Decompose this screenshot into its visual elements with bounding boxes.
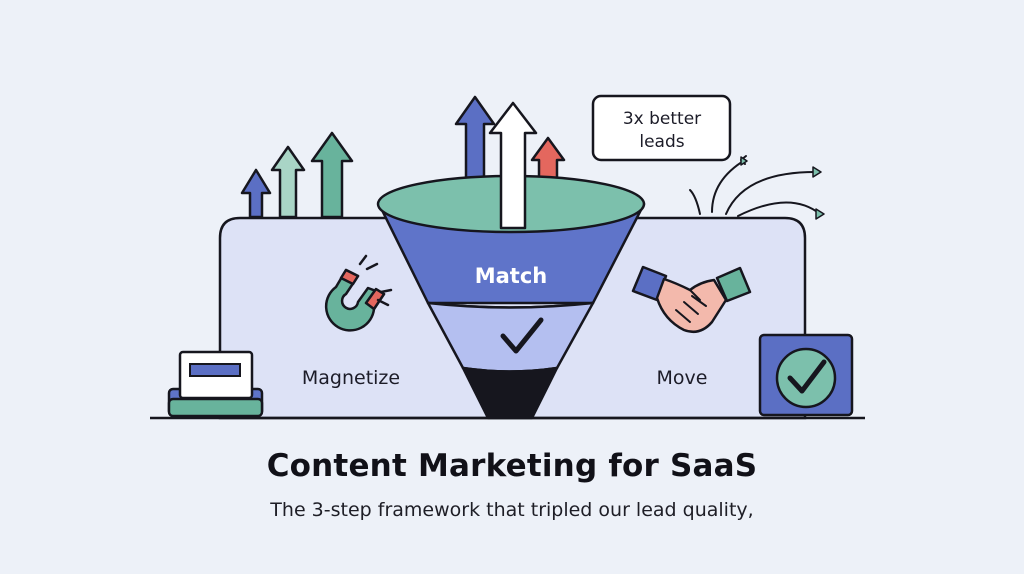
funnel — [376, 101, 646, 420]
sparkle-icon — [740, 156, 825, 220]
burst-lines-icon — [689, 155, 821, 217]
callout-line-2: leads — [639, 132, 684, 152]
magnet-icon — [324, 254, 393, 332]
funnel-arrows-icon — [454, 95, 566, 180]
funnel-tip — [461, 366, 559, 420]
handshake-icon — [631, 265, 752, 333]
document-stack-icon — [167, 350, 264, 418]
callout-bubble — [591, 94, 732, 162]
page-title: Content Marketing for SaaS — [266, 448, 758, 484]
checkbox-badge-icon — [758, 333, 854, 417]
callout-line-1: 3x better — [623, 109, 701, 129]
page-subtitle: The 3-step framework that tripled our le… — [270, 499, 754, 521]
step-match-label: Match — [475, 264, 548, 288]
step-magnetize-label: Magnetize — [302, 367, 400, 389]
white-up-arrow-icon — [488, 101, 538, 230]
growth-arrows-icon — [240, 131, 354, 219]
step-move-label: Move — [657, 367, 708, 389]
checkmark-icon — [500, 317, 544, 354]
